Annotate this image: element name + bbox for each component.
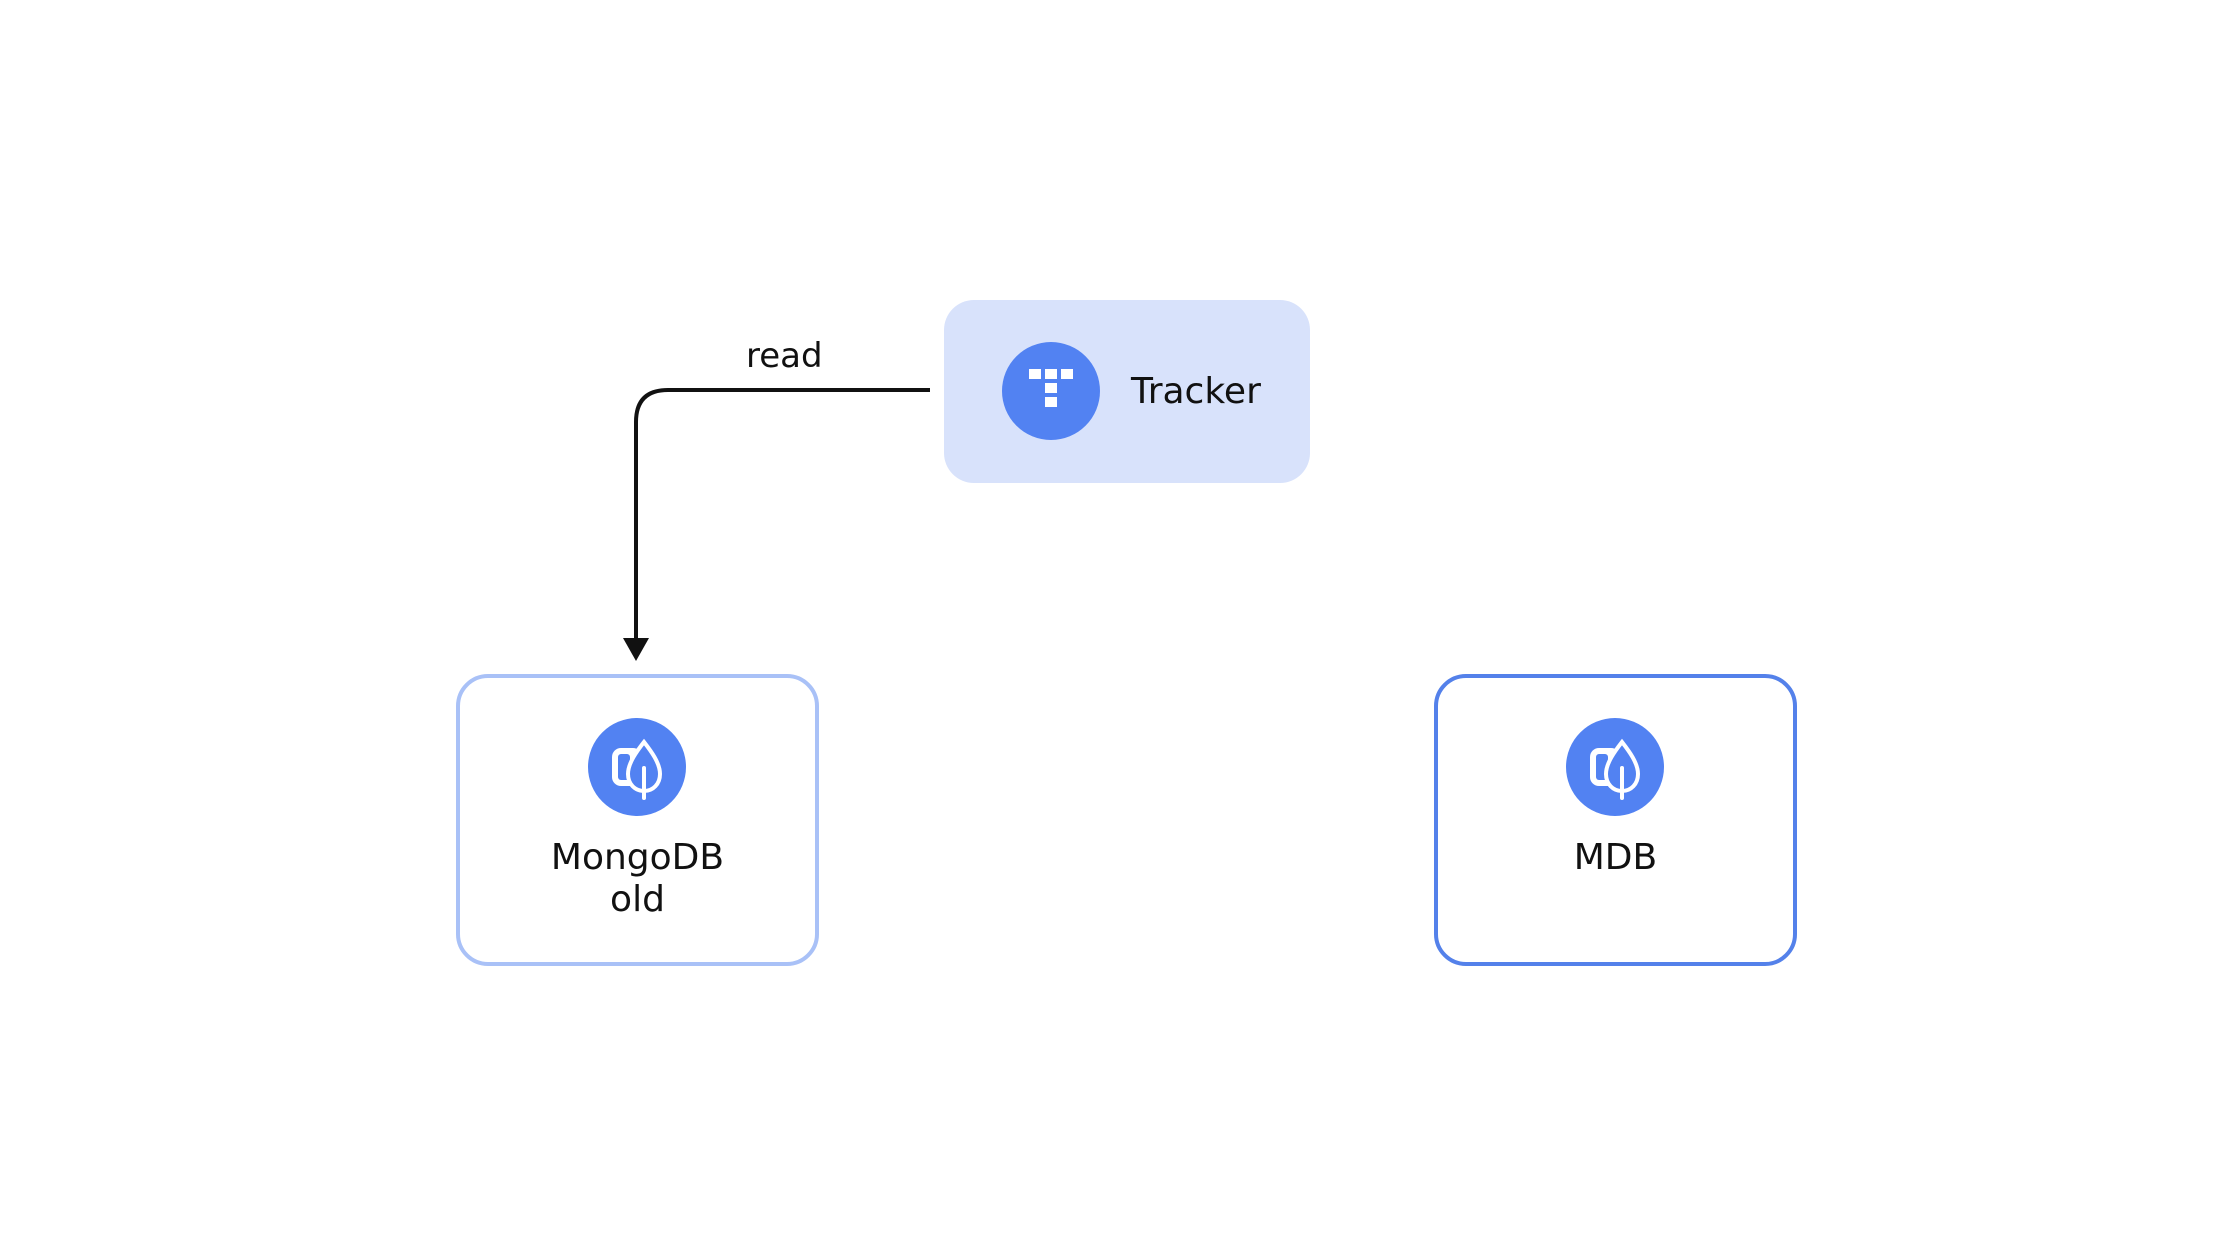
tracker-node[interactable]: Tracker <box>944 300 1310 483</box>
mongodb-old-label-line-1: MongoDB <box>550 837 725 878</box>
mdb-node[interactable]: MDB <box>1434 674 1797 966</box>
mongodb-old-node[interactable]: MongoDB old <box>456 674 819 966</box>
mdb-label: MDB <box>1573 837 1658 878</box>
tracker-icon <box>1002 342 1100 440</box>
mongodb-old-label-line-2: old <box>610 879 665 920</box>
mongodb-leaf-icon <box>588 718 686 816</box>
edge-label: read <box>746 336 823 376</box>
arrowhead-icon <box>623 638 649 661</box>
tracker-label: Tracker <box>1131 371 1261 412</box>
mongodb-leaf-icon <box>1566 718 1664 816</box>
edge-line <box>634 388 930 642</box>
